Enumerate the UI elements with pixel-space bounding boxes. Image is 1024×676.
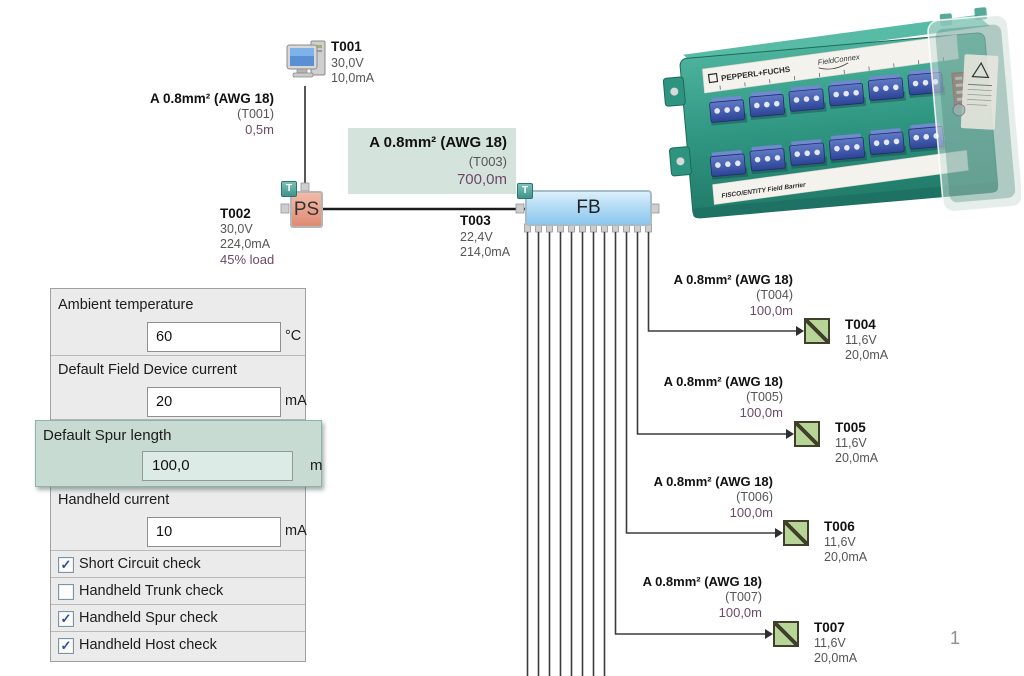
field-row-handheld-current: Handheld current mA xyxy=(51,487,307,551)
trunk-badge-letter: T xyxy=(285,183,293,194)
field-label: Default Field Device current xyxy=(58,362,237,378)
check-row-short-circuit: ✓ Short Circuit check xyxy=(51,551,305,578)
spur-cable-spec: A 0.8mm² (AWG 18) xyxy=(653,474,773,489)
field-label: Handheld current xyxy=(58,492,170,508)
spur-cable-length: 100,0m xyxy=(749,302,793,318)
ps-current: 224,0mA xyxy=(220,237,271,251)
device-current: 20,0mA xyxy=(835,451,879,465)
device-diagonal-icon xyxy=(796,423,818,445)
device-diagonal-icon xyxy=(806,320,828,342)
spur-cable-ref: (T006) xyxy=(736,489,773,504)
field-unit: mA xyxy=(285,393,307,409)
device-voltage: 11,6V xyxy=(845,333,877,347)
ps-load: 45% load xyxy=(220,252,275,267)
host-current: 10,0mA xyxy=(331,71,375,85)
checkmark-icon: ✓ xyxy=(60,611,72,626)
checkmark-icon: ✓ xyxy=(60,557,72,572)
fb-name: T003 xyxy=(460,213,491,228)
device-name: T007 xyxy=(814,620,845,635)
checkmark-icon: ✓ xyxy=(60,638,72,653)
spur-cable-length: 100,0m xyxy=(729,504,773,520)
trunk-badge-fb: T xyxy=(517,183,533,199)
spur-cable-spec: A 0.8mm² (AWG 18) xyxy=(673,272,793,287)
host-cable-ref: (T001) xyxy=(237,106,274,121)
default-device-current-input[interactable] xyxy=(147,387,281,417)
default-spur-length-input[interactable] xyxy=(142,451,293,481)
trunk-badge-ps: T xyxy=(281,181,297,197)
fb-voltage: 22,4V xyxy=(460,230,493,244)
device-current: 20,0mA xyxy=(845,348,889,362)
trunk-cable-label[interactable]: A 0.8mm² (AWG 18) (T003) 700,0m xyxy=(348,128,516,194)
check-label: Short Circuit check xyxy=(79,556,201,572)
device-name: T005 xyxy=(835,420,866,435)
trunk-badge-letter: T xyxy=(521,185,529,196)
field-row-default-device-current: Default Field Device current mA xyxy=(51,356,307,420)
trunk-cable-spec: A 0.8mm² (AWG 18) xyxy=(369,134,507,151)
handheld-current-input[interactable] xyxy=(147,517,281,547)
field-unit: m xyxy=(310,457,323,474)
field-unit: °C xyxy=(285,328,302,344)
check-label: Handheld Host check xyxy=(79,637,217,653)
handheld-host-checkbox[interactable]: ✓ xyxy=(58,638,74,654)
ambient-temperature-input[interactable] xyxy=(147,322,281,352)
spur-cable-length: 100,0m xyxy=(718,604,762,620)
host-computer-icon[interactable] xyxy=(285,37,331,87)
field-barrier-label: FB xyxy=(576,197,601,218)
spur-cable-ref: (T007) xyxy=(725,589,762,604)
short-circuit-checkbox[interactable]: ✓ xyxy=(58,557,74,573)
host-cable-label[interactable]: A 0.8mm² (AWG 18) (T001) 0,5m xyxy=(134,91,274,137)
check-label: Handheld Spur check xyxy=(79,610,218,626)
spur-cable-ref: (T004) xyxy=(756,287,793,302)
field-row-ambient-temperature: Ambient temperature °C xyxy=(51,289,305,356)
ps-name: T002 xyxy=(220,206,251,221)
host-cable-length: 0,5m xyxy=(245,121,274,137)
field-barrier-product-photo: PEPPERL+FUCHS FieldConnex xyxy=(663,7,1021,219)
check-row-handheld-trunk: Handheld Trunk check xyxy=(51,578,305,605)
spur-cable-label[interactable]: A 0.8mm² (AWG 18) (T005) 100,0m xyxy=(643,374,783,420)
spur-cable-label[interactable]: A 0.8mm² (AWG 18) (T007) 100,0m xyxy=(622,574,762,620)
field-unit: mA xyxy=(285,523,307,539)
host-cable-spec: A 0.8mm² (AWG 18) xyxy=(149,91,274,106)
device-diagonal-icon xyxy=(775,623,797,645)
field-label: Default Spur length xyxy=(43,427,172,444)
check-row-handheld-host: ✓ Handheld Host check xyxy=(51,632,305,660)
check-label: Handheld Trunk check xyxy=(79,583,224,599)
handheld-trunk-checkbox[interactable] xyxy=(58,584,74,600)
field-row-default-spur-length[interactable]: Default Spur length m xyxy=(35,420,323,487)
field-device-node[interactable] xyxy=(804,318,830,344)
spur-cable-label[interactable]: A 0.8mm² (AWG 18) (T004) 100,0m xyxy=(653,272,793,318)
power-supply-label: PS xyxy=(293,199,320,220)
device-voltage: 11,6V xyxy=(824,535,856,549)
spur-cable-spec: A 0.8mm² (AWG 18) xyxy=(642,574,762,589)
trunk-cable-ref: (T003) xyxy=(468,154,507,169)
device-voltage: 11,6V xyxy=(814,636,846,650)
device-current: 20,0mA xyxy=(824,550,868,564)
spur-cable-length: 100,0m xyxy=(739,404,783,420)
trunk-cable-length: 700,0m xyxy=(456,171,507,188)
field-device-node[interactable] xyxy=(783,520,809,546)
device-name: T004 xyxy=(845,317,876,332)
device-voltage: 11,6V xyxy=(835,436,867,450)
device-diagonal-icon xyxy=(785,522,807,544)
page-number: 1 xyxy=(950,628,961,648)
power-supply-node[interactable]: PS xyxy=(290,191,323,228)
check-row-handheld-spur: ✓ Handheld Spur check xyxy=(51,605,305,632)
host-voltage: 30,0V xyxy=(331,56,364,70)
spur-cable-spec: A 0.8mm² (AWG 18) xyxy=(663,374,783,389)
device-name: T006 xyxy=(824,519,855,534)
field-device-node[interactable] xyxy=(773,621,799,647)
fb-current: 214,0mA xyxy=(460,245,511,259)
ps-voltage: 30,0V xyxy=(220,222,253,236)
field-barrier-node[interactable]: FB xyxy=(525,190,652,226)
field-device-node[interactable] xyxy=(794,421,820,447)
spur-cable-ref: (T005) xyxy=(746,389,783,404)
handheld-spur-checkbox[interactable]: ✓ xyxy=(58,611,74,627)
spur-cable-label[interactable]: A 0.8mm² (AWG 18) (T006) 100,0m xyxy=(633,474,773,520)
host-name: T001 xyxy=(331,39,362,54)
field-label: Ambient temperature xyxy=(58,297,194,313)
device-current: 20,0mA xyxy=(814,651,858,665)
